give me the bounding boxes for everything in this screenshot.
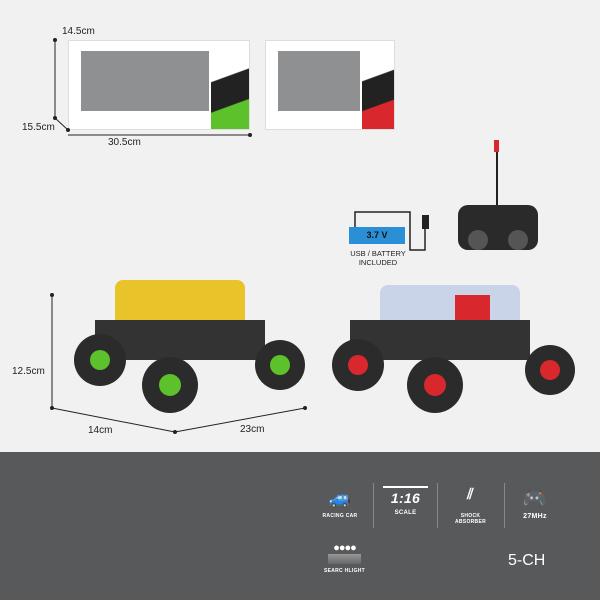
feature-searchlight: ●●●● SEARC HLIGHT xyxy=(323,542,366,574)
car-depth-label: 14cm xyxy=(88,425,113,436)
box-width-label: 30.5cm xyxy=(108,137,141,148)
shock-absorber-icon: ⫽ xyxy=(467,486,474,503)
channels-label: 5-CH xyxy=(508,552,546,569)
box-depth-label: 15.5cm xyxy=(22,122,55,133)
car-green xyxy=(74,280,305,413)
feature-panel xyxy=(0,452,600,600)
battery-badge: 3.7 V xyxy=(349,227,405,244)
car-length-label: 23cm xyxy=(240,424,265,435)
package-box-red xyxy=(265,40,395,130)
searchlight-icon: ●●●● xyxy=(333,542,357,554)
car-height-label: 12.5cm xyxy=(12,366,45,377)
feature-frequency: 🎮 27MHz xyxy=(515,486,555,520)
scale-icon: 1:16 xyxy=(383,486,428,506)
car-red xyxy=(332,285,575,413)
package-box-green xyxy=(68,40,250,130)
box-height-label: 14.5cm xyxy=(62,26,95,37)
battery-label: USB / BATTERY INCLUDED xyxy=(350,249,406,267)
feature-racing-car: 🚙 RACING CAR xyxy=(315,488,365,519)
racing-car-icon: 🚙 xyxy=(328,488,352,508)
gamepad-icon: 🎮 xyxy=(522,488,548,510)
feature-scale: 1:16 SCALE xyxy=(383,486,428,516)
feature-shock-absorber: ⫽ SHOCK ABSORBER xyxy=(448,486,493,525)
